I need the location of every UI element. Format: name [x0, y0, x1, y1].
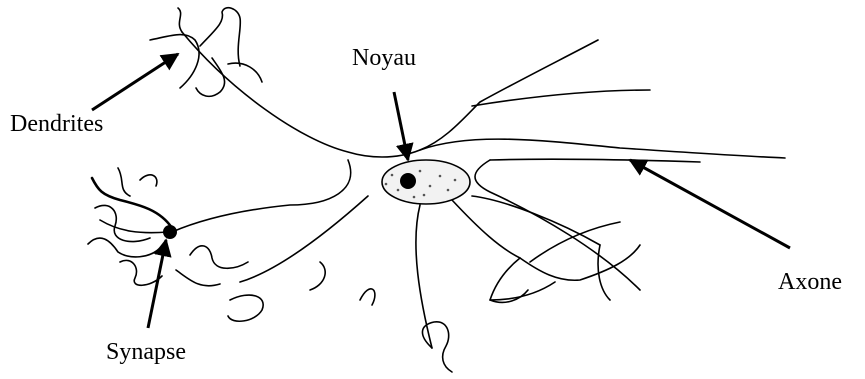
synapse-dot: [163, 225, 177, 239]
dendrites-bottom-right: [490, 222, 640, 302]
dendrites-bottom-left: [88, 168, 263, 321]
axone-arrow: [630, 160, 790, 248]
label-axone: Axone: [778, 270, 842, 294]
label-noyau: Noyau: [352, 46, 416, 70]
dendrites-arrow: [92, 54, 178, 110]
nucleus: [382, 160, 470, 204]
cell-body: [172, 32, 785, 348]
label-synapse: Synapse: [106, 340, 186, 364]
noyau-arrow: [394, 92, 408, 160]
dendrites-bottom-center: [310, 262, 452, 372]
dendrites-top-left: [150, 8, 262, 97]
label-dendrites: Dendrites: [10, 112, 103, 136]
